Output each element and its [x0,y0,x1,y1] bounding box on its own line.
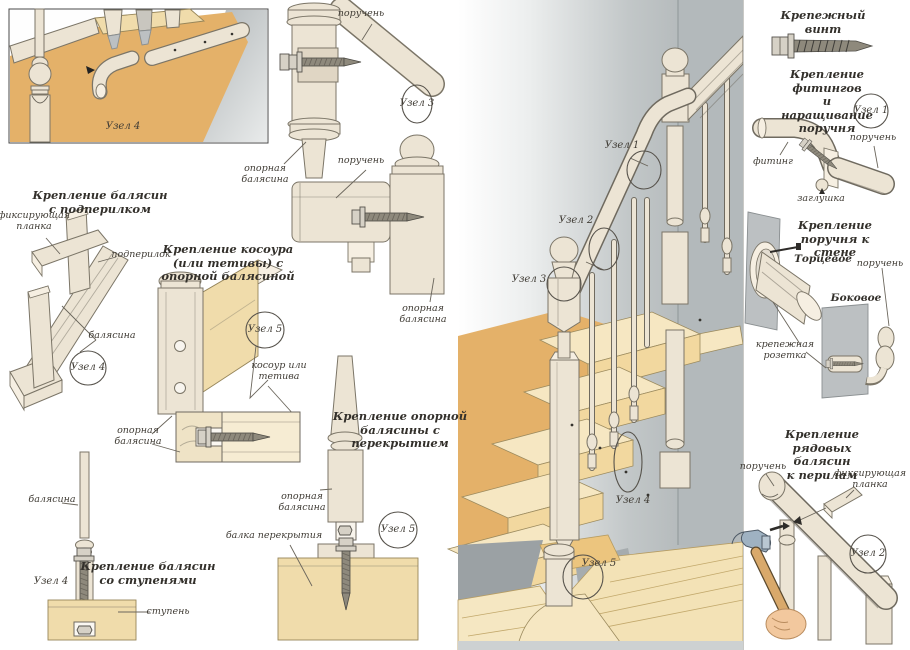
node-badge-fittings: Узел 1 [853,105,889,117]
label-baluster: балясина [88,330,136,341]
label-handrail-fitting: поручень [849,132,897,143]
label-subrail: подперилок [111,249,171,260]
section-title-wall: Крепление поручня к стене [798,218,872,260]
subrail-assembly-illustration [9,207,129,412]
stairs-node-5: Узел 5 [581,558,617,570]
wall-mount-illustration [744,211,895,399]
label-plug: заглушка [797,193,845,204]
node-badge-panel: Узел 4 [105,121,141,133]
stairs-node-2: Узел 2 [558,215,594,227]
label-support-baluster-1: опорная балясина [114,425,162,448]
section-title-row-balusters: Крепление рядовых балясин к перилам [785,427,859,482]
stairs-node-4: Узел 4 [615,495,651,507]
node-badge-subrail: Узел 4 [70,362,106,374]
label-handrail-mid: поручень [337,155,385,166]
landing-panel-illustration [8,8,269,144]
stairs-node-3: Узел 3 [511,274,547,286]
node-badge-overlap: Узел 5 [380,524,416,536]
handrail-mid-joint-illustration [291,134,445,303]
label-step: ступень [146,606,190,617]
node-badge-rail-top: Узел 3 [399,98,435,110]
label-fixing-strip-row: фиксирующая планка [833,468,907,491]
stairs-node-1: Узел 1 [604,140,640,152]
staircase-illustration [446,0,744,650]
label-fitting: фитинг [753,156,793,167]
label-handrail-wall: поручень [856,258,904,269]
label-stringer: косоур или тетива [251,360,307,383]
label-end-mount: Торцевое [794,253,852,265]
handrail-top-joint-illustration [279,0,445,179]
label-support-baluster-4: опорная балясина [278,491,326,514]
label-handrail-top: поручень [337,8,385,19]
section-title-overlap: Крепление опорной балясины с перекрытием [332,409,468,451]
section-title-screw: Крепежный винт [780,8,866,36]
node-badge-row-balusters: Узел 2 [850,548,886,560]
label-support-baluster-3: опорная балясина [399,303,447,326]
hammer-scene-illustration [731,471,898,645]
section-title-fittings: Крепление фитингов и наращивание поручня [781,67,873,136]
label-baluster-step: балясина [28,494,76,505]
label-support-baluster-2: опорная балясина [241,163,289,186]
label-fixing-strip: фиксирующая планка [0,210,71,233]
step-mount-illustration [47,451,150,641]
section-title-steps: Крепление балясин со ступенями [80,559,216,587]
label-handrail-row: поручень [739,461,787,472]
screw-illustration [771,33,874,59]
section-title-stringer: Крепление косоура (или тетивы) с опорной… [161,242,295,284]
label-side-mount: Боковое [830,292,882,304]
node-text-steps: Узел 4 [33,576,69,588]
newel-floor-mount-illustration [277,355,419,641]
section-title-subrail: Крепление балясин с подперилком [32,188,168,216]
node-badge-stringer: Узел 5 [247,324,283,336]
fitting-illustration [752,93,895,195]
label-floor-beam: балка перекрытия [225,530,323,541]
stringer-joint-illustration [151,259,301,463]
label-rosette: крепежная розетка [755,339,815,362]
